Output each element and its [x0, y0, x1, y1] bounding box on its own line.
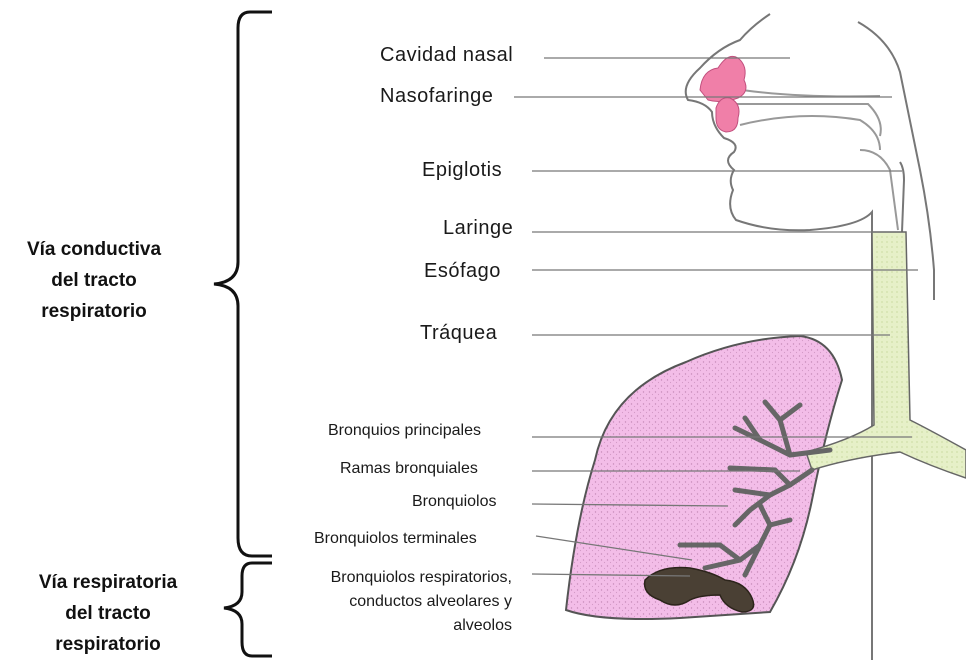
label-bronquiolos-respiratorios: Bronquiolos respiratorios, conductos alv…	[276, 566, 512, 638]
label-cavidad-nasal: Cavidad nasal	[380, 44, 513, 67]
epiglottis-flap	[900, 162, 904, 232]
label-ramas-bronquiales: Ramas bronquiales	[340, 460, 478, 478]
bronquiolos-respiratorios-line-1: Bronquiolos respiratorios,	[276, 566, 512, 590]
nasopharynx-shape	[716, 98, 739, 132]
respiratory-line-2: del tracto	[8, 598, 208, 629]
respiratory-line-1: Vía respiratoria	[8, 567, 208, 598]
bronquiolos-respiratorios-line-3: alveolos	[276, 614, 512, 638]
palate	[742, 90, 880, 96]
label-nasofaringe: Nasofaringe	[380, 85, 493, 108]
label-laringe: Laringe	[443, 217, 513, 240]
nasal-cavity-shape	[700, 56, 746, 101]
tongue	[740, 116, 880, 150]
label-bronquiolos: Bronquiolos	[412, 493, 497, 511]
respiratory-line-3: respiratorio	[8, 629, 208, 660]
conductive-line-1: Vía conductiva	[6, 234, 182, 265]
label-esofago: Esófago	[424, 260, 501, 283]
label-traquea: Tráquea	[420, 322, 497, 345]
conductive-line-3: respiratorio	[6, 296, 182, 327]
conductive-line-2: del tracto	[6, 265, 182, 296]
conductive-zone-label: Vía conductiva del tracto respiratorio	[6, 234, 182, 327]
bronquiolos-respiratorios-line-2: conductos alveolares y	[276, 590, 512, 614]
respiratory-zone-label: Vía respiratoria del tracto respiratorio	[8, 567, 208, 660]
label-epiglotis: Epiglotis	[422, 159, 502, 182]
respiratory-bracket	[224, 563, 272, 656]
label-bronquiolos-terminales: Bronquiolos terminales	[314, 530, 477, 548]
label-bronquios-principales: Bronquios principales	[328, 422, 481, 440]
conductive-bracket	[214, 12, 272, 556]
